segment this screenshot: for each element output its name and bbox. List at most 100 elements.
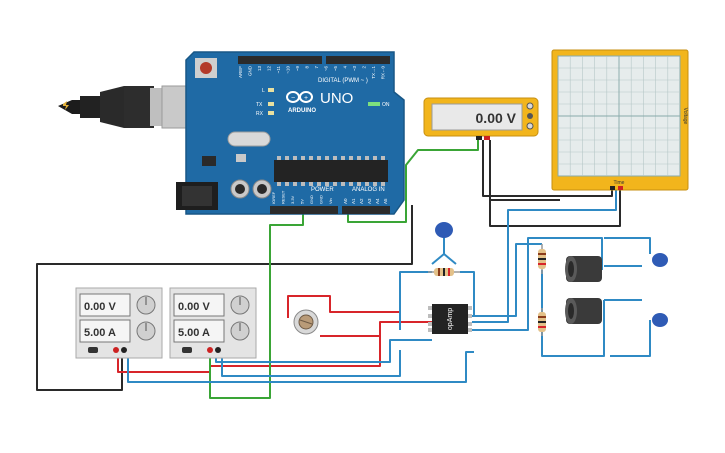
digital-pin-label: GND <box>248 65 253 76</box>
digital-pin-label: 2 <box>362 66 367 69</box>
ceramic-capacitor-top[interactable] <box>435 222 453 238</box>
wire-red-sensor[interactable] <box>320 322 381 337</box>
supply-voltage-display <box>79 293 131 317</box>
wire-blue-mid[interactable] <box>604 265 642 301</box>
wire-black-gnd-arduino[interactable] <box>36 205 413 391</box>
wire-black-meter-gnd[interactable] <box>489 140 560 201</box>
oscilloscope[interactable]: Time Voltage <box>551 49 689 191</box>
analog-pin-label: A5 <box>383 198 388 204</box>
analog-pin-label: A2 <box>359 198 364 204</box>
wire-blue-loop-right[interactable] <box>460 271 475 316</box>
digital-pin-label: ~6 <box>324 66 329 72</box>
wire-black-scope2[interactable] <box>489 190 621 227</box>
resistor-right-bottom[interactable] <box>538 308 546 336</box>
wire-blue-scope[interactable] <box>472 190 617 323</box>
analog-pin-label: A3 <box>367 198 372 204</box>
supply-terminal-neg[interactable] <box>215 347 221 353</box>
electrolytic-capacitor-1[interactable] <box>565 256 602 282</box>
wire-red-supply1[interactable] <box>117 321 432 373</box>
mode-button-3[interactable] <box>526 122 534 130</box>
resistor-feedback[interactable] <box>428 268 460 276</box>
scope-voltage-label: Voltage <box>682 108 688 125</box>
wire-blue-1[interactable] <box>127 351 474 383</box>
supply-terminal-neg[interactable] <box>121 347 127 353</box>
opamp-chip[interactable]: opAmp <box>428 304 472 334</box>
multimeter-display <box>431 103 523 131</box>
supply-voltage-display <box>173 293 225 317</box>
wire-blue-cap-bottom[interactable] <box>610 320 651 357</box>
digital-pin-label: 4 <box>343 66 348 69</box>
power-pin-label: IOREF <box>271 191 276 204</box>
tx-led <box>268 102 274 106</box>
analog-label: ANALOG IN <box>352 187 385 193</box>
digital-label: DIGITAL (PWM ~ ) <box>318 78 368 84</box>
wire-blue-loop-left[interactable] <box>399 271 432 330</box>
board-model-label: UNO <box>320 90 353 107</box>
electrolytic-capacitor-2[interactable] <box>565 298 602 324</box>
wire-red-probe[interactable] <box>287 295 400 318</box>
digital-pin-label: ~5 <box>333 66 338 72</box>
digital-header-right <box>326 56 390 64</box>
scope-time-label: Time <box>614 180 625 186</box>
scope-terminal-pos[interactable] <box>618 186 623 190</box>
wire-blue-right2[interactable] <box>472 237 603 331</box>
digital-pin-label: RX←0 <box>381 66 386 80</box>
digital-pin-label: 13 <box>257 66 262 72</box>
power-header <box>270 206 338 214</box>
power-switch[interactable] <box>88 347 98 353</box>
supply-current-value: 5.00 A <box>84 327 116 339</box>
supply-terminal-pos[interactable] <box>207 347 213 353</box>
power-pin-label: 3.3V <box>290 195 295 204</box>
supply-current-display <box>173 319 225 343</box>
reset-button-icon[interactable] <box>195 58 217 78</box>
analog-pin-label: A0 <box>343 198 348 204</box>
analog-pin-label: A4 <box>375 198 380 204</box>
supply-terminal-pos[interactable] <box>113 347 119 353</box>
meter-terminal-com[interactable] <box>476 136 482 140</box>
power-jack-icon[interactable] <box>176 182 218 210</box>
wire-blue-2[interactable] <box>215 339 432 363</box>
supply-current-value: 5.00 A <box>178 327 210 339</box>
digital-header-left <box>238 56 322 64</box>
wire-green-arduino-meter[interactable] <box>347 140 479 223</box>
power-pin-label: GND <box>309 195 314 204</box>
svg-text:−: − <box>291 95 295 102</box>
digital-pin-label: 8 <box>305 66 310 69</box>
ceramic-capacitor-right-2[interactable] <box>652 313 668 327</box>
wire-blue-3[interactable] <box>221 350 401 377</box>
digital-pin-label: 7 <box>314 66 319 69</box>
wire-blue-cap-top[interactable] <box>604 237 651 254</box>
smd-component <box>236 154 246 162</box>
usb-cable-icon[interactable] <box>58 85 197 129</box>
ceramic-capacitor-right-1[interactable] <box>652 253 668 267</box>
wire-blue-cap1[interactable] <box>431 234 457 265</box>
mode-button-1[interactable] <box>526 102 534 110</box>
atmega-chip <box>274 156 388 186</box>
power-supply-1[interactable]: 0.00 V 5.00 A <box>75 287 163 359</box>
photoresistor[interactable] <box>293 309 319 335</box>
wire-green-5v[interactable] <box>209 205 304 399</box>
multimeter[interactable]: 0.00 V <box>423 97 539 140</box>
on-led <box>368 102 380 106</box>
mode-button-2[interactable] <box>527 113 533 119</box>
scope-terminal-neg[interactable] <box>610 186 615 190</box>
scope-grid <box>558 56 680 176</box>
digital-pin-label: ~9 <box>295 66 300 72</box>
crystal-oscillator <box>227 131 271 147</box>
voltage-regulator <box>202 156 216 166</box>
resistor-right-top[interactable] <box>538 244 546 274</box>
wire-black-scope-gnd[interactable] <box>482 140 613 197</box>
l-led-label: L <box>262 88 265 94</box>
wire-blue-right4[interactable] <box>541 300 605 357</box>
power-supply-2[interactable]: 0.00 V 5.00 A <box>169 287 257 359</box>
power-switch[interactable] <box>182 347 192 353</box>
wire-blue-right1[interactable] <box>466 243 542 317</box>
wires <box>36 140 651 399</box>
power-pin-label: RESET <box>281 190 286 204</box>
supply-voltage-value: 0.00 V <box>178 301 210 313</box>
meter-terminal-v[interactable] <box>484 136 490 140</box>
power-label: POWER <box>311 187 334 193</box>
